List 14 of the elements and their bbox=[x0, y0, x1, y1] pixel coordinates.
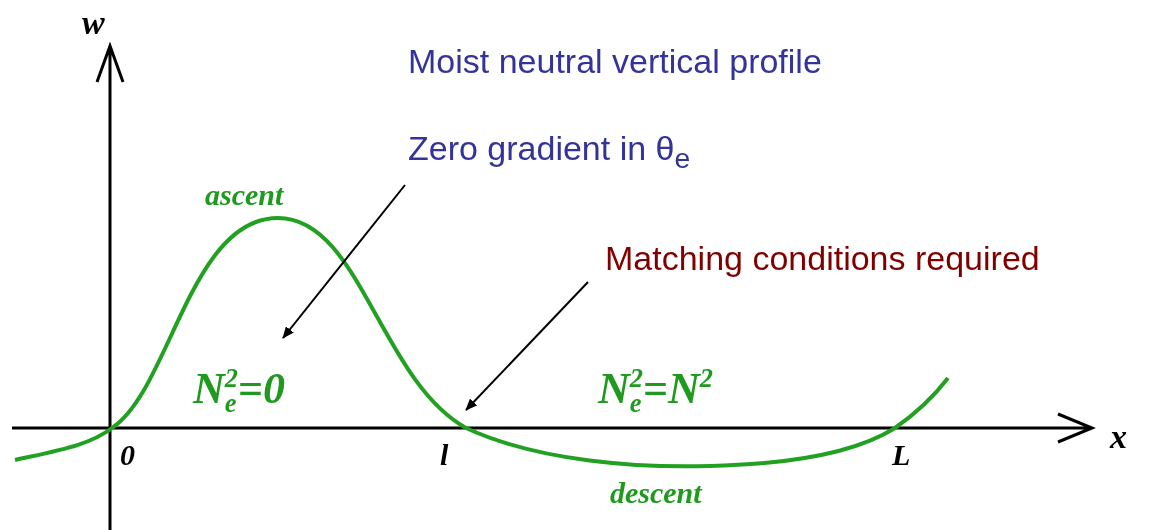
annotation-text: Zero gradient in θ$_{e}$ bbox=[408, 128, 691, 176]
axis-label: 0 bbox=[120, 440, 135, 470]
curve-label: descent bbox=[610, 478, 702, 508]
title: Moist neutral vertical profile bbox=[408, 42, 822, 81]
axis-label: l bbox=[440, 440, 449, 470]
curve-label: ascent bbox=[205, 180, 284, 210]
leader-arrow bbox=[282, 184, 406, 339]
leader-arrow bbox=[465, 281, 589, 411]
axis-label: w bbox=[82, 6, 105, 40]
curve-label: N$_{e}$$^{2}$=0 bbox=[193, 338, 285, 417]
annotation-text: Matching conditions required bbox=[605, 238, 1040, 279]
axis-label: L bbox=[892, 440, 911, 470]
axis-label: x bbox=[1110, 420, 1127, 454]
curve-label: N$_{e}$$^{2}$=N$^{2}$ bbox=[598, 365, 713, 417]
